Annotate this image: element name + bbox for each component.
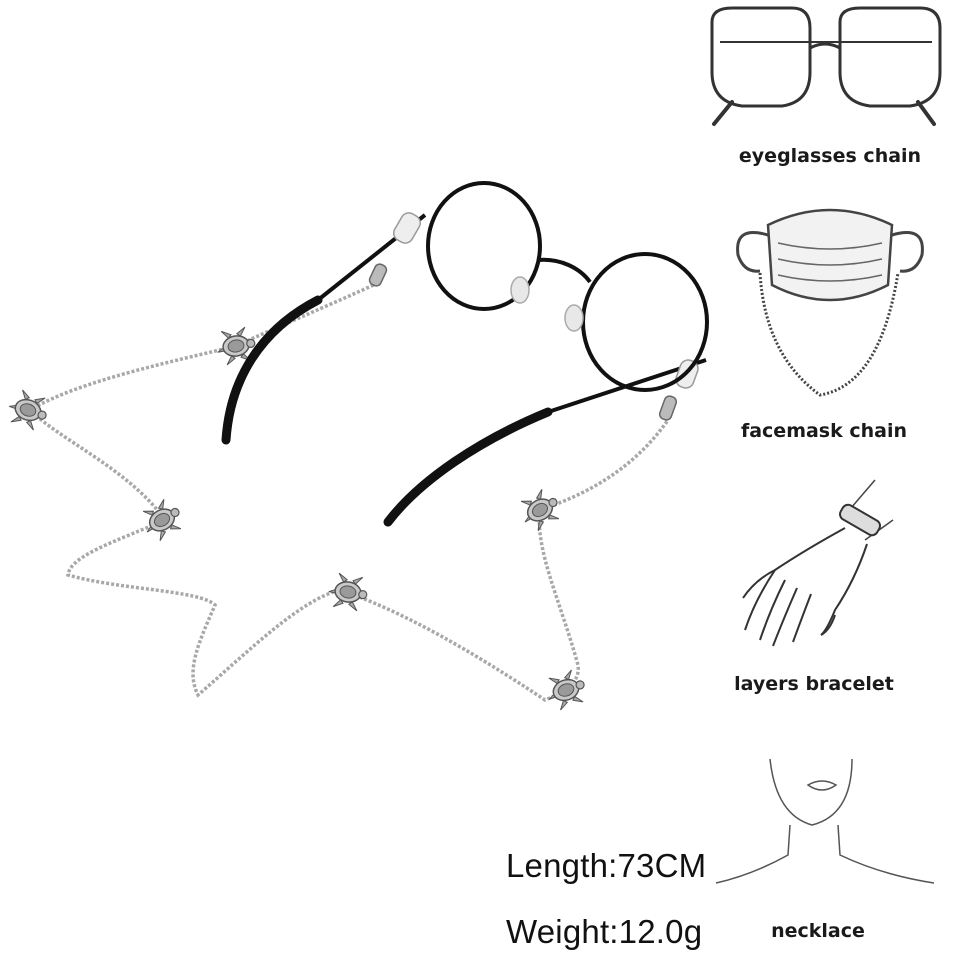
- eyeglasses-icon: [710, 6, 942, 126]
- weight-spec: Weight:12.0g: [506, 913, 703, 950]
- necklace-neck-icon: [715, 758, 935, 884]
- bracelet-hand-icon: [742, 479, 894, 647]
- length-spec: Length:73CM: [506, 847, 707, 884]
- facemask-chain-label: facemask chain: [740, 420, 908, 442]
- eyeglasses-chain-label: eyeglasses chain: [738, 145, 922, 167]
- necklace-label: necklace: [771, 920, 865, 942]
- layers-bracelet-label: layers bracelet: [734, 673, 894, 695]
- chain: [27, 281, 670, 702]
- facemask-icon: [736, 208, 924, 397]
